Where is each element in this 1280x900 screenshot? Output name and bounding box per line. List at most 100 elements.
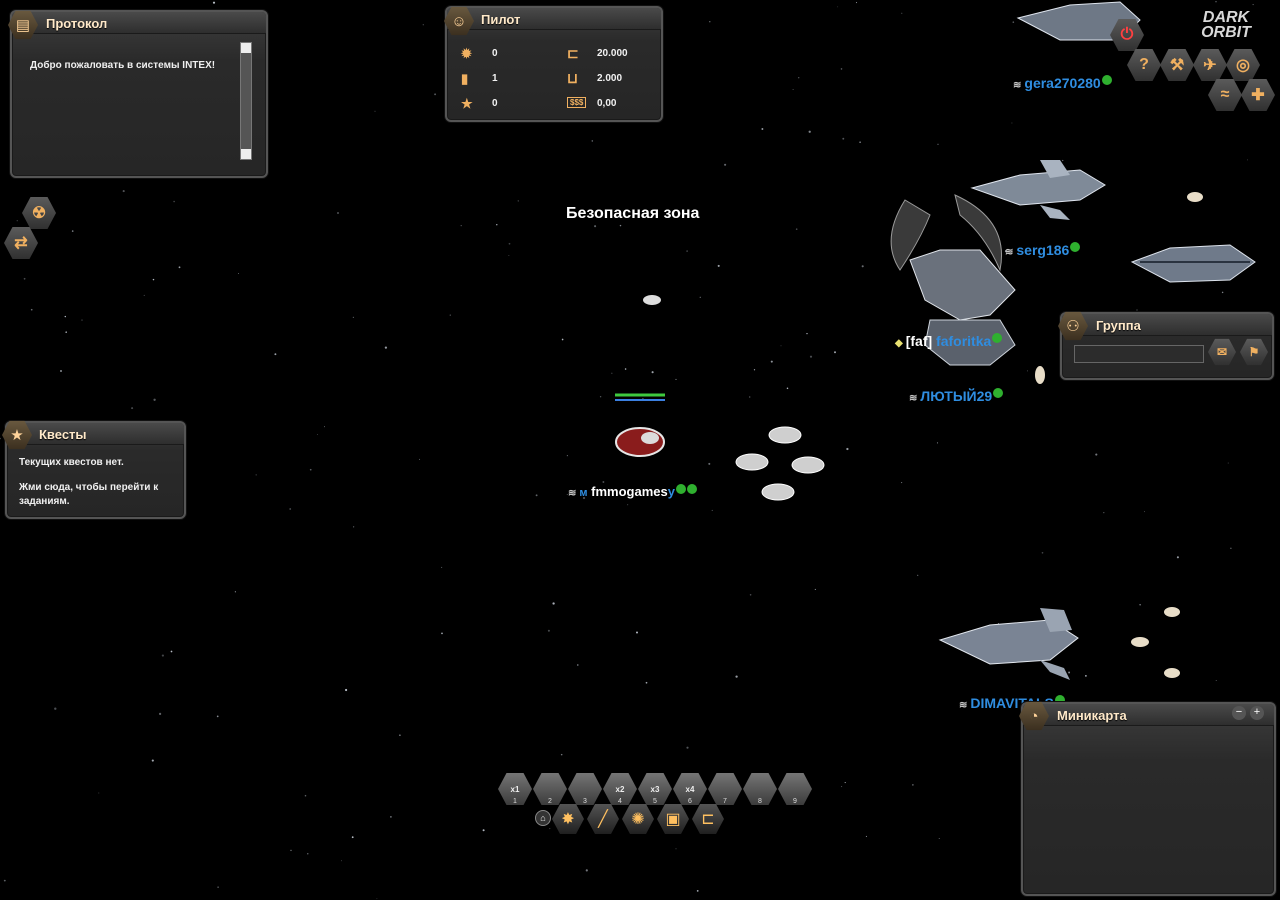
status-icon — [675, 484, 686, 494]
pilot-title: Пилот — [481, 12, 521, 27]
gera-name: gera270280 — [1024, 75, 1101, 91]
action-slot-6[interactable]: x4 — [673, 773, 707, 805]
status-icon — [1101, 75, 1112, 85]
rank-icon: ≋ — [1005, 247, 1014, 258]
lyuty-name: ЛЮТЫЙ29 — [920, 388, 993, 404]
player-ship[interactable] — [615, 393, 665, 457]
group-header[interactable] — [1062, 314, 1272, 336]
action-slot-4[interactable]: x2 — [603, 773, 637, 805]
status-icon — [993, 388, 1004, 398]
slot-number: 3 — [583, 798, 587, 805]
rank-icon: ≋ — [568, 488, 577, 499]
slot-number: 4 — [618, 798, 622, 805]
scroll-thumb[interactable] — [241, 43, 251, 53]
slot-number: 9 — [793, 798, 797, 805]
player-name-serg[interactable]: ≋serg186 — [1005, 242, 1081, 258]
uridium-icon: ⊔ — [567, 70, 578, 86]
status-icon — [1054, 695, 1065, 705]
mail-icon[interactable]: ✉ — [1208, 338, 1236, 366]
group-panel: Группа ✉ ⚑ — [1060, 312, 1274, 380]
rank-icon: ≋ — [959, 700, 968, 711]
slot-number: 2 — [548, 798, 552, 805]
minimap-zoom-in[interactable]: + — [1250, 706, 1264, 720]
self-prefix: м — [579, 487, 588, 499]
faf-name: faforitka — [936, 333, 992, 349]
stat-uridium: 2.000 — [597, 73, 623, 84]
safe-zone-label: Безопасная зона — [566, 205, 700, 222]
quests-title: Квесты — [39, 427, 87, 442]
player-name-self[interactable]: ≋м fmmogamesy — [568, 484, 697, 499]
status-icon-2 — [686, 484, 697, 494]
quests-empty: Текущих квестов нет. — [19, 457, 124, 468]
stat-experience: 0 — [492, 48, 498, 59]
slot-number: 5 — [653, 798, 657, 805]
slot-number: 8 — [758, 798, 762, 805]
pilot-header[interactable] — [447, 8, 661, 30]
minimap-panel[interactable]: Миникарта − + — [1021, 702, 1276, 896]
pilot-panel: Пилот ✹ 0 ▮ 1 ★ 0 ⊏ 20.000 ⊔ 2.000 $$$ 0… — [445, 6, 663, 122]
debris[interactable] — [643, 192, 1203, 678]
enemy-ship-top[interactable] — [1016, 1, 1141, 41]
rank-icon: ≋ — [909, 393, 918, 404]
action-slot-3[interactable] — [568, 773, 602, 805]
self-name: fmmogames — [591, 484, 668, 499]
protocol-scrollbar[interactable] — [240, 42, 252, 160]
group-invite-icon[interactable]: ⚑ — [1240, 338, 1268, 366]
status-icon — [1070, 242, 1081, 252]
action-slot-5[interactable]: x3 — [638, 773, 672, 805]
slot-number: 7 — [723, 798, 727, 805]
boss-ship[interactable] — [890, 194, 1016, 366]
stat-level: 1 — [492, 73, 498, 84]
group-invite-input[interactable] — [1074, 345, 1204, 363]
quests-icon: ★ — [2, 420, 32, 450]
minimap-zoom-out[interactable]: − — [1232, 706, 1246, 720]
money-icon: $$$ — [567, 97, 587, 108]
player-name-lyuty[interactable]: ≋ЛЮТЫЙ29 — [909, 388, 1004, 404]
stat-honor: 0 — [492, 98, 498, 109]
action-slot-7[interactable] — [708, 773, 742, 805]
stat-credits: 20.000 — [597, 48, 628, 59]
faf-clan: [faf] — [905, 333, 933, 349]
drone-group[interactable] — [735, 426, 825, 501]
enemy-ship-1[interactable] — [970, 160, 1106, 220]
credits-icon: ⊏ — [567, 45, 579, 61]
level-bars-icon: ▮ — [461, 71, 469, 86]
rank-star-icon: ★ — [461, 96, 473, 111]
pilot-icon: ☺ — [444, 6, 474, 36]
slot-ammo-label: x2 — [615, 784, 625, 794]
slot-number: 6 — [688, 798, 692, 805]
enemy-ship-2[interactable] — [1130, 244, 1256, 283]
action-slot-9[interactable] — [778, 773, 812, 805]
player-name-gera[interactable]: ≋gera270280 — [1013, 75, 1112, 91]
slot-ammo-label: x3 — [650, 784, 660, 794]
enemy-ship-3[interactable] — [938, 608, 1079, 680]
action-slot-8[interactable] — [743, 773, 777, 805]
protocol-panel: Протокол Добро пожаловать в системы INTE… — [10, 10, 268, 178]
lock-icon[interactable]: ⌂ — [535, 810, 551, 826]
scroll-thumb-bottom[interactable] — [241, 149, 251, 159]
protocol-message: Добро пожаловать в системы INTEX! — [30, 60, 216, 71]
action-slot-2[interactable] — [533, 773, 567, 805]
group-title: Группа — [1096, 318, 1141, 333]
slot-ammo-label: x4 — [685, 784, 695, 794]
game-logo: DARK ORBIT — [1201, 9, 1251, 41]
quests-panel[interactable]: Квесты Текущих квестов нет. Жми сюда, чт… — [5, 421, 186, 519]
group-icon: ⚇ — [1058, 311, 1088, 341]
clan-icon: ◆ — [895, 338, 903, 349]
stat-icon: ✹ — [461, 46, 472, 61]
minimap-title: Миникарта — [1057, 708, 1127, 723]
stat-money: 0,00 — [597, 98, 617, 109]
player-name-faforitka[interactable]: ◆[faf] faforitka — [895, 333, 1003, 349]
serg-name: serg186 — [1016, 242, 1070, 258]
quests-link[interactable]: Жми сюда, чтобы перейти к заданиям. — [19, 482, 159, 507]
protocol-title: Протокол — [46, 16, 108, 31]
status-icon — [992, 333, 1003, 343]
rank-icon: ≋ — [1013, 80, 1022, 91]
slot-number: 1 — [513, 798, 517, 805]
protocol-header[interactable] — [12, 12, 266, 34]
minimap-header[interactable] — [1023, 704, 1274, 726]
quests-header[interactable] — [7, 423, 184, 445]
self-suffix: y — [667, 484, 675, 499]
slot-ammo-label: x1 — [510, 784, 520, 794]
